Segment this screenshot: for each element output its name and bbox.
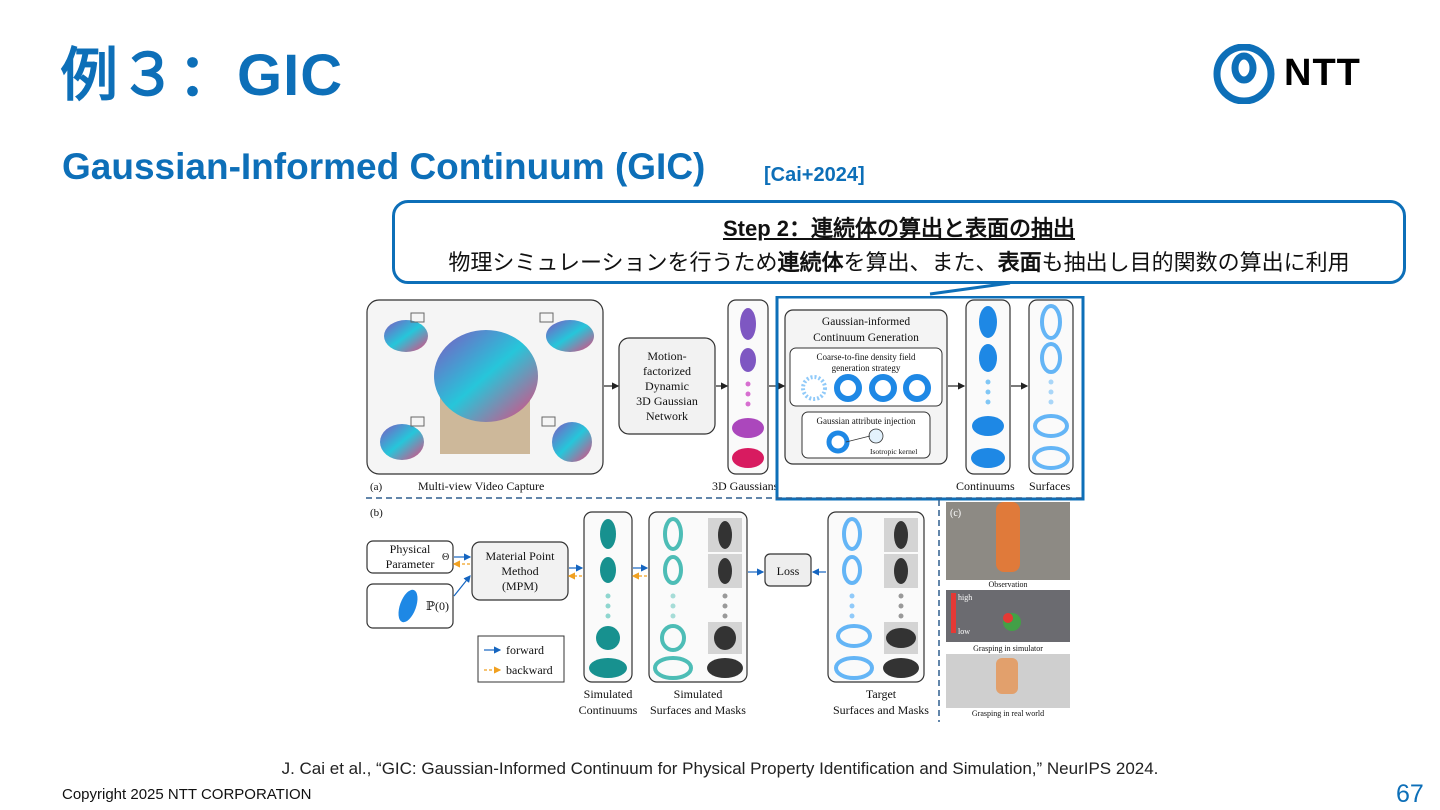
motion-label-5: Network: [646, 409, 688, 423]
continuum-shape-1: [979, 306, 997, 338]
mpm-box: [471, 541, 569, 601]
loss-label: Loss: [777, 564, 800, 578]
callout-pointer: [929, 281, 1011, 296]
sim-cont-label-2: Continuums: [579, 703, 638, 717]
mpm-label-2: Method: [501, 564, 538, 578]
highlight-box: [775, 296, 1085, 501]
view-object-1: [384, 320, 428, 352]
iso-label: Isotropic kernel: [870, 447, 917, 456]
continuum-shape-3: [972, 416, 1004, 436]
multiview-label: Multi-view Video Capture: [418, 479, 544, 493]
motion-label-2: factorized: [643, 364, 691, 378]
initial-state-shape: [398, 589, 418, 623]
surfaces-column: [1028, 299, 1074, 475]
subtitle-reference: [Cai+2024]: [764, 164, 865, 186]
surface-shape-4: [1032, 446, 1070, 470]
surface-shape-1: [1040, 304, 1062, 340]
legend-backward: backward: [506, 663, 553, 677]
surfaces-label: Surfaces: [1029, 479, 1071, 493]
camera-icon: [410, 312, 556, 427]
continuum-shape-2: [979, 344, 997, 372]
gaussians-label: 3D Gaussians: [712, 479, 779, 493]
observation-label: Observation: [988, 580, 1027, 589]
panel-c-label: (c): [950, 508, 961, 519]
callout-bold-2: 表面: [997, 250, 1042, 275]
sim-shape-3: [596, 626, 620, 650]
p0-label: ℙ(0): [426, 599, 449, 613]
ntt-logo: [1213, 44, 1275, 104]
ctf-label-1: Coarse-to-fine density field: [817, 352, 916, 362]
ntt-logo-text: NTT: [1284, 52, 1361, 94]
theta-label: Θ: [442, 552, 449, 563]
gic-label-1: Gaussian-informed: [822, 316, 910, 328]
ctf-label-2: generation strategy: [832, 363, 901, 373]
view-object-3: [380, 424, 424, 460]
density-stage-1: [801, 375, 827, 401]
page-number: 67: [1396, 780, 1424, 808]
attr-label: Gaussian attribute injection: [817, 416, 916, 426]
continuum-shape-4: [971, 448, 1005, 468]
view-object-2: [546, 320, 594, 352]
motion-label-1: Motion-: [647, 349, 686, 363]
density-stage-2: [834, 374, 862, 402]
density-stage-3: [869, 374, 897, 402]
citation: J. Cai et al., “GIC: Gaussian-Informed C…: [281, 759, 1159, 778]
attribute-injection-box: [801, 411, 931, 459]
step-callout: Step 2：連続体の算出と表面の抽出 物理シミュレーションを行うため連続体を算…: [392, 200, 1406, 284]
callout-body: 物理シミュレーションを行うため連続体を算出、また、表面も抽出し目的関数の算出に利…: [395, 245, 1403, 277]
motion-label-4: 3D Gaussian: [636, 394, 698, 408]
high-label: high: [958, 593, 972, 602]
center-object: [434, 330, 538, 422]
surface-shape-3: [1033, 414, 1069, 438]
physical-parameter-box: [366, 540, 454, 574]
gaussian-shape-1: [740, 308, 756, 340]
mpm-label-3: (MPM): [502, 579, 538, 593]
view-object-4: [552, 422, 592, 462]
low-label: low: [958, 627, 970, 636]
sim-shape-1: [600, 519, 616, 549]
callout-text-3: も抽出し目的関数の算出に利用: [1041, 250, 1350, 275]
sim-surf-label-2: Surfaces and Masks: [650, 703, 746, 717]
slide-title: 例３：GIC: [60, 43, 344, 108]
target-label-2: Surfaces and Masks: [833, 703, 929, 717]
panel-a-label: (a): [370, 481, 383, 493]
motion-label-3: Dynamic: [645, 379, 689, 393]
callout-text-2: を算出、また、: [843, 250, 998, 275]
gaussian-shape-3: [732, 418, 764, 438]
gic-pipeline-figure: (a) Multi-view Video Capture Motion- fac…: [366, 296, 1086, 722]
grasp-real-label: Grasping in real world: [972, 709, 1044, 718]
callout-text-1: 物理シミュレーションを行うため: [448, 250, 778, 275]
sim-shape-4: [589, 658, 627, 678]
legend-forward: forward: [506, 643, 544, 657]
surface-shape-2: [1040, 342, 1062, 374]
density-stage-4: [903, 374, 931, 402]
ntt-logo-icon: [1213, 44, 1275, 104]
kernel-icon: [868, 428, 884, 444]
panel-b-label: (b): [370, 507, 383, 519]
gaussian-shape-4: [732, 448, 764, 468]
sim-surf-label-1: Simulated: [674, 687, 723, 701]
section-subtitle: Gaussian-Informed Continuum (GIC): [62, 146, 706, 187]
target-label-1: Target: [866, 687, 897, 701]
loss-box: [764, 553, 812, 587]
continuums-label: Continuums: [956, 479, 1015, 493]
sim-shape-2: [600, 557, 616, 583]
callout-heading: Step 2：連続体の算出と表面の抽出: [722, 216, 1076, 241]
phys-label-2: Parameter: [386, 557, 435, 571]
gic-label-2: Continuum Generation: [813, 332, 919, 344]
motion-network-box: [618, 337, 716, 435]
mpm-label-1: Material Point: [486, 549, 556, 563]
grasp-sim-label: Grasping in simulator: [973, 644, 1043, 653]
callout-bold-1: 連続体: [777, 250, 844, 275]
arrow-legend: [477, 635, 565, 683]
copyright: Copyright 2025 NTT CORPORATION: [62, 786, 312, 803]
gaussian-shape-2: [740, 348, 756, 372]
sim-cont-label-1: Simulated: [584, 687, 633, 701]
phys-label-1: Physical: [390, 542, 431, 556]
